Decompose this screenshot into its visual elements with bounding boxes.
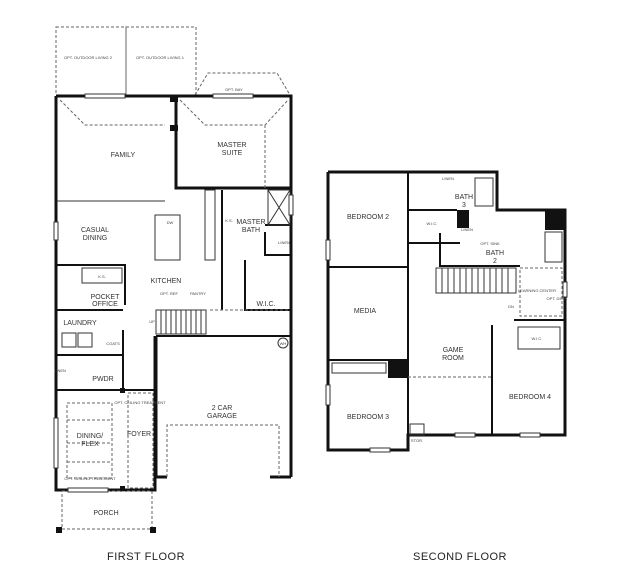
room-label-master-bath: BATH bbox=[242, 227, 260, 234]
room-label-game-room: ROOM bbox=[442, 355, 464, 362]
storage-label: STOR. bbox=[411, 438, 423, 443]
opt-ceiling-label: OPT. CEILING TREATMENT bbox=[114, 400, 166, 405]
room-label-bath-2: BATH bbox=[486, 250, 504, 257]
opt-sink-label: OPT. SINK bbox=[480, 241, 500, 246]
coats-label: COATS bbox=[106, 341, 120, 346]
room-label-garage: 2 CAR bbox=[212, 405, 233, 412]
opt-ref-label: OPT. REF bbox=[160, 291, 179, 296]
exterior-wall bbox=[154, 336, 167, 479]
room-label: OPT. OUTDOOR LIVING 2 bbox=[64, 55, 113, 60]
linen-label: LINEN bbox=[278, 240, 290, 245]
exterior-wall bbox=[326, 170, 567, 452]
room-label-wic: W.I.C. bbox=[427, 221, 438, 226]
room-label-dining-flex: FLEX bbox=[81, 441, 99, 448]
room-label-kitchen: KITCHEN bbox=[151, 278, 182, 285]
room-label-bath-3: 3 bbox=[462, 202, 466, 209]
ceiling-line bbox=[59, 99, 165, 126]
room-label-wic: W.I.C. bbox=[532, 336, 543, 341]
room-label-laundry: LAUNDRY bbox=[63, 320, 97, 327]
room-label-bath-3: BATH bbox=[455, 194, 473, 201]
pantry-label: PANTRY bbox=[190, 291, 206, 296]
room-label-master-suite: SUITE bbox=[222, 150, 243, 157]
ks-label: K.S. bbox=[98, 274, 106, 279]
learning-center-label: LEARNING CENTER bbox=[518, 288, 556, 293]
room-label-bedroom-3: BEDROOM 3 bbox=[347, 414, 389, 421]
room-label-family: FAMILY bbox=[111, 152, 136, 159]
ceiling-line bbox=[179, 99, 289, 126]
room-label-porch: PORCH bbox=[93, 510, 118, 517]
room-label-bedroom-4: BEDROOM 4 bbox=[509, 394, 551, 401]
room-label-bedroom-2: BEDROOM 2 bbox=[347, 214, 389, 221]
stairs-down-label: DN bbox=[508, 304, 514, 309]
first-floor-plan: OPT. OUTDOOR LIVING 2 OPT. OUTDOOR LIVIN… bbox=[53, 26, 294, 563]
linen-label: LINEN bbox=[54, 368, 66, 373]
first-floor-caption: FIRST FLOOR bbox=[107, 551, 185, 563]
room-label-casual-dining: DINING bbox=[83, 235, 108, 242]
room-label-pocket-office: POCKET bbox=[91, 294, 121, 301]
room-label-game-room: GAME bbox=[443, 347, 464, 354]
opt-desk-label: OPT. DESK bbox=[547, 296, 568, 301]
room-label-master-suite: MASTER bbox=[217, 142, 246, 149]
room-label-dining-flex: DINING/ bbox=[77, 433, 104, 440]
ks-label: K.S. bbox=[225, 218, 233, 223]
room-label-garage: GARAGE bbox=[207, 413, 237, 420]
room-label-bath-2: 2 bbox=[493, 258, 497, 265]
opt-outdoor-living-2 bbox=[55, 26, 127, 96]
room-label-foyer: FOYER bbox=[127, 431, 151, 438]
dishwasher-label: DW bbox=[167, 220, 174, 225]
second-floor-plan: BEDROOM 2 LINEN BATH 3 W.I.C. LINEN OPT.… bbox=[325, 170, 568, 563]
kitchen-island bbox=[154, 214, 181, 261]
opt-ceiling-label: OPT. CEILING TREATMENT bbox=[64, 476, 116, 481]
room-label: OPT. OUTDOOR LIVING 1 bbox=[136, 55, 185, 60]
room-label-casual-dining: CASUAL bbox=[81, 227, 109, 234]
second-floor-caption: SECOND FLOOR bbox=[413, 551, 507, 563]
room-label-media: MEDIA bbox=[354, 308, 377, 315]
room-label-master-bath: MASTER bbox=[236, 219, 265, 226]
stairs-up-label: UP bbox=[149, 319, 155, 324]
linen-label: LINEN bbox=[442, 176, 454, 181]
room-label: OPT. BAY bbox=[225, 87, 243, 92]
stairs bbox=[435, 267, 517, 294]
exterior-wall bbox=[56, 94, 293, 477]
room-label-wic: W.I.C. bbox=[256, 301, 275, 308]
water-heater-label: WH bbox=[280, 341, 287, 346]
opt-bay-outline bbox=[194, 72, 291, 96]
linen-label: LINEN bbox=[461, 227, 473, 232]
room-label-powder: PWDR bbox=[92, 376, 113, 383]
room-label-pocket-office: OFFICE bbox=[92, 301, 118, 308]
opt-outdoor-living-1 bbox=[125, 26, 197, 96]
